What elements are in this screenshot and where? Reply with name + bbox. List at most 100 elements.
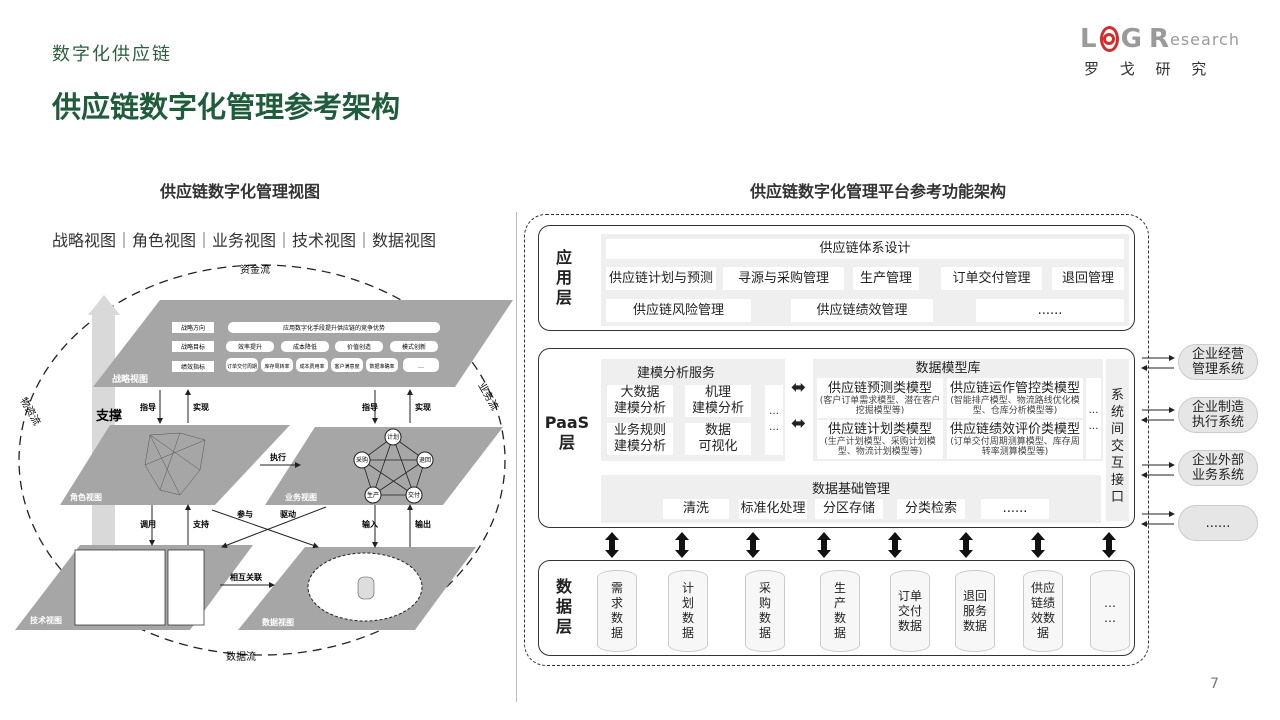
arrow-label: 调用 xyxy=(140,519,156,529)
data-store: 供应链绩效数据 xyxy=(1023,570,1063,652)
bidirectional-arrow-icon xyxy=(1031,532,1045,558)
arrow-label: 相互关联 xyxy=(230,572,262,582)
data-foundation-title: 数据基础管理 xyxy=(811,482,890,497)
modeling-item[interactable]: 大数据 建模分析 xyxy=(607,385,673,417)
app-module[interactable]: 寻源与采购管理 xyxy=(723,267,844,290)
strategy-kpi: 库存周转率 xyxy=(264,363,289,370)
strategy-kpi: … xyxy=(418,363,424,370)
capital-flow-label: 资金流 xyxy=(240,263,270,276)
bidirectional-arrow-icon xyxy=(959,532,973,558)
role-view-label: 角色视图 xyxy=(70,492,102,502)
modeling-more: … … xyxy=(765,385,783,455)
bidirectional-arrow-icon xyxy=(675,532,689,558)
paas-layer: PaaS层 建模分析服务 大数据 建模分析 机理 建模分析 业务规则 建模分析 … xyxy=(538,348,1135,528)
business-plane xyxy=(265,427,503,505)
double-arrow-icon: ⬌ xyxy=(791,413,807,434)
business-node: 生产 xyxy=(367,491,379,499)
supply-chain-system-design[interactable]: 供应链体系设计 xyxy=(606,239,1124,259)
bidirectional-arrow-icon xyxy=(1102,532,1116,558)
arrow-label: 指导 xyxy=(140,402,156,412)
management-view-diagram: 资金流 物资流 业务流 数据流 支撑 战略视图 战略方向 战略目标 绩效指标 应… xyxy=(15,263,513,663)
business-node: 计划 xyxy=(387,433,399,441)
strategy-row: 战略目标 xyxy=(181,343,205,351)
external-system-cloud[interactable]: 企业经营管理系统 xyxy=(1178,344,1258,380)
data-store: 退回服务数据 xyxy=(955,570,995,652)
strategy-goal: 价值创造 xyxy=(347,343,371,351)
double-arrow-icon: ⬌ xyxy=(791,377,807,398)
arrow-label: 执行 xyxy=(270,452,286,462)
role-network xyxy=(144,432,206,496)
model-item[interactable]: 供应链计划类模型(生产计划模型、采购计划模型、物流计划模型等) xyxy=(817,420,943,459)
base-item[interactable]: 分类检索 xyxy=(897,499,965,519)
business-node: 退回 xyxy=(419,456,431,464)
strategy-kpi: 数据准确率 xyxy=(369,363,394,370)
strategy-vision: 应用数字化手段提升供应链的竞争优势 xyxy=(283,324,385,332)
strategy-goal: 成本降低 xyxy=(293,343,317,351)
right-title: 供应链数字化管理平台参考功能架构 xyxy=(750,182,1007,201)
app-module-more: ...... xyxy=(976,299,1124,322)
external-system-cloud[interactable]: 企业外部业务系统 xyxy=(1178,450,1258,486)
arrow-label: 实现 xyxy=(415,402,431,412)
external-arrows xyxy=(1141,355,1175,527)
bidirectional-arrow-icon xyxy=(746,532,760,558)
arrow-label: 输入 xyxy=(362,519,378,529)
strategy-goal: 效率提升 xyxy=(238,343,262,351)
arrow-label: 驱动 xyxy=(280,509,296,519)
base-item[interactable]: 清洗 xyxy=(663,499,729,519)
logo-cn: 罗 戈 研 究 xyxy=(1084,60,1215,78)
base-item[interactable]: 标准化处理 xyxy=(739,499,807,519)
data-flow-label: 数据流 xyxy=(226,650,256,663)
app-module[interactable]: 供应链绩效管理 xyxy=(791,299,933,322)
data-store: 需求数据 xyxy=(597,570,637,652)
strategy-kpi: 成本费用率 xyxy=(299,363,324,370)
modeling-item[interactable]: 业务规则 建模分析 xyxy=(607,423,673,455)
support-label: 支撑 xyxy=(95,408,122,424)
page-number: 7 xyxy=(1210,676,1219,692)
model-item[interactable]: 供应链预测类模型(客户订单需求模型、潜在客户挖掘模型等) xyxy=(817,378,943,418)
data-layer-label: 数据层 xyxy=(555,577,572,636)
data-store-more: … … xyxy=(1090,570,1130,652)
bidirectional-arrow-icon xyxy=(817,532,831,558)
layer-connectors xyxy=(605,532,1116,558)
strategy-goal: 模式创新 xyxy=(402,343,426,351)
data-store: 订单交付数据 xyxy=(890,570,930,652)
strategy-kpi: 订单交付周期 xyxy=(227,363,257,370)
strategy-row: 战略方向 xyxy=(181,324,205,332)
role-plane xyxy=(60,425,290,505)
modeling-item[interactable]: 机理 建模分析 xyxy=(685,385,751,417)
page-title: 供应链数字化管理参考架构 xyxy=(52,90,401,124)
arrow-label: 参与 xyxy=(236,509,253,519)
strategy-row: 绩效指标 xyxy=(181,363,205,371)
model-more: … … xyxy=(1086,378,1101,459)
data-store: 计划数据 xyxy=(668,570,708,652)
app-module[interactable]: 供应链风险管理 xyxy=(606,299,751,322)
business-node: 交付 xyxy=(408,491,420,499)
bidirectional-arrow-icon xyxy=(605,532,619,558)
application-layer-label: 应用层 xyxy=(555,248,572,307)
strategy-kpi: 客户满意度 xyxy=(334,363,359,370)
modeling-service-title: 建模分析服务 xyxy=(636,366,715,381)
system-interface[interactable]: 系统间交互接口 xyxy=(1106,359,1129,521)
app-module[interactable]: 生产管理 xyxy=(853,267,919,290)
external-system-cloud[interactable]: 企业制造执行系统 xyxy=(1178,397,1258,433)
base-item[interactable]: 分区存储 xyxy=(815,499,883,519)
model-item[interactable]: 供应链运作管控类模型(智能排产模型、物流路线优化模型、仓库分析模型等) xyxy=(947,378,1083,418)
left-title: 供应链数字化管理视图 xyxy=(160,182,321,201)
application-layer: 应用层 供应链体系设计 供应链计划与预测 寻源与采购管理 生产管理 订单交付管理… xyxy=(538,225,1135,331)
app-module[interactable]: 供应链计划与预测 xyxy=(606,267,716,290)
business-view-label: 业务视图 xyxy=(285,492,317,502)
modeling-item[interactable]: 数据 可视化 xyxy=(685,423,751,455)
model-item[interactable]: 供应链绩效评价类模型(订单交付周期测算模型、库存周转率测算模型等) xyxy=(947,420,1083,459)
data-model-library: 数据模型库 供应链预测类模型(客户订单需求模型、潜在客户挖掘模型等) 供应链运作… xyxy=(813,359,1103,461)
app-module[interactable]: 退回管理 xyxy=(1052,267,1124,290)
database-icon xyxy=(357,576,375,600)
flow-ellipse xyxy=(18,264,506,656)
data-view-label: 数据视图 xyxy=(262,617,294,627)
app-module[interactable]: 订单交付管理 xyxy=(941,267,1042,290)
bidirectional-arrow-icon xyxy=(888,532,902,558)
divider xyxy=(516,212,517,702)
arrow-label: 实现 xyxy=(193,402,209,412)
business-flow-label: 业务流 xyxy=(475,380,501,412)
platform-boundary xyxy=(524,214,1149,666)
